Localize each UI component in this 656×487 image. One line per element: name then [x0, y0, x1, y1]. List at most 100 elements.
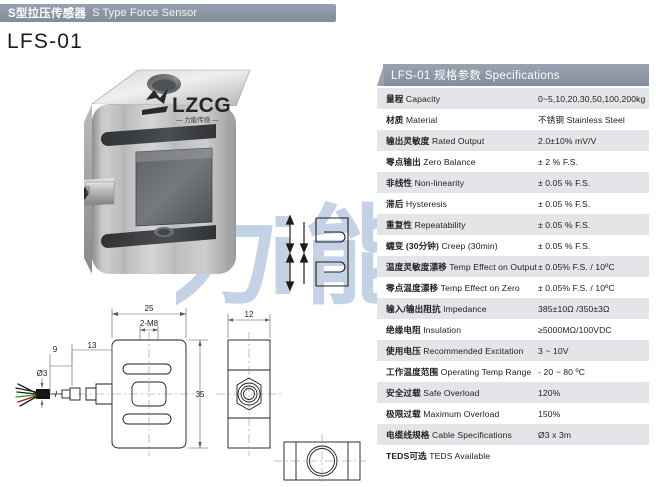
spec-row-value: 不锈钢 Stainless Steel [538, 114, 625, 125]
spec-row: 零点输出 Zero Balance± 2 % F.S. [377, 151, 649, 172]
spec-row-label-en: Maximum Overload [423, 408, 500, 419]
spec-row-label: 输出灵敏度 Rated Output [377, 135, 538, 147]
spec-row-label: 蠕变 (30分钟) Creep (30min) [377, 240, 538, 252]
spec-row-label-cn: 输入/输出阻抗 [386, 303, 441, 314]
spec-row-value: 385±10Ω /350±3Ω [538, 303, 610, 314]
spec-row-value: ± 2 % F.S. [538, 156, 579, 167]
spec-row-value: ± 0.05 % F.S. [538, 240, 591, 251]
spec-row-label: 非线性 Non-linearity [377, 177, 538, 189]
spec-row-value: ≥5000MΩ/100VDC [538, 324, 612, 335]
spec-row-label: 温度灵敏度漂移 Temp Effect on Output [377, 261, 538, 273]
spec-row-label-en: Repeatability [414, 219, 466, 230]
specifications-table-header: LFS-01 规格参数 Specifications [377, 64, 649, 86]
dim-side-width: 12 [245, 310, 254, 319]
spec-row-label-en: Safe Overload [423, 387, 480, 398]
spec-row-value: 150% [538, 408, 561, 419]
spec-row: TEDS可选 TEDS Available [377, 445, 649, 466]
spec-row-label-en: Recommended Excitation [423, 345, 524, 356]
spec-row-label-en: Operating Temp Range [440, 366, 532, 377]
spec-row-label-cn: 材质 [386, 114, 404, 125]
spec-row-label: 极限过载 Maximum Overload [377, 408, 538, 420]
spec-row-label-cn: 极限过载 [386, 408, 421, 419]
spec-row-value: 3 ~ 10V [538, 345, 569, 356]
spec-row-label: 零点输出 Zero Balance [377, 156, 538, 168]
spec-row-label: 零点温度漂移 Temp Effect on Zero [377, 282, 538, 294]
spec-row-label: 使用电压 Recommended Excitation [377, 345, 538, 357]
spec-row-value: ± 0.05% F.S. / 10ºC [538, 282, 615, 293]
lzcg-logo: LZCG — 力能传感 — [142, 88, 231, 124]
spec-row: 滞后 Hysteresis± 0.05 % F.S. [377, 193, 649, 214]
spec-row-label-cn: 量程 [386, 93, 404, 104]
spec-row-label: 滞后 Hysteresis [377, 198, 538, 210]
spec-row: 工作温度范围 Operating Temp Range- 20 ~ 80 ºC [377, 361, 649, 382]
spec-row-label: 电缆线规格 Cable Specifications [377, 429, 538, 441]
spec-row-label-cn: 使用电压 [386, 345, 421, 356]
dim-cable-dia: Ø3 [37, 369, 48, 378]
spec-row-value: 120% [538, 387, 561, 398]
dim-width-top: 25 [145, 304, 154, 313]
spec-row: 蠕变 (30分钟) Creep (30min)± 0.05 % F.S. [377, 235, 649, 256]
spec-row-label-en: Creep (30min) [441, 240, 498, 251]
technical-drawing: 25 2-M8 35 [0, 292, 366, 482]
spec-row-value: ± 0.05% F.S. / 10ºC [538, 261, 615, 272]
load-direction-diagram [282, 212, 356, 292]
spec-row-label-cn: 温度灵敏度漂移 [386, 261, 447, 272]
spec-row-label-cn: 零点温度漂移 [386, 282, 439, 293]
spec-row-value: ± 0.05 % F.S. [538, 198, 591, 209]
spec-row: 重复性 Repeatability ± 0.05 % F.S. [377, 214, 649, 235]
spec-row-label-cn: 蠕变 (30分钟) [386, 240, 439, 251]
spec-row-label-en: Zero Balance [423, 156, 476, 167]
spec-row: 温度灵敏度漂移 Temp Effect on Output± 0.05% F.S… [377, 256, 649, 277]
model-number-heading: LFS-01 [7, 30, 84, 53]
spec-row-label-en: Non-linearity [414, 177, 465, 188]
product-title-en: S Type Force Sensor [92, 7, 198, 19]
spec-row-value: ± 0.05 % F.S. [538, 219, 591, 230]
spec-row-label-en: Temp Effect on Output [449, 261, 537, 272]
spec-row-label-cn: 重复性 [386, 219, 413, 230]
spec-row-label: 安全过载 Safe Overload [377, 387, 538, 399]
specifications-header-text: LFS-01 规格参数 Specifications [391, 70, 560, 82]
spec-row-label-cn: 输出灵敏度 [386, 135, 430, 146]
spec-row: 非线性 Non-linearity± 0.05 % F.S. [377, 172, 649, 193]
spec-row-label-en: Capacity [405, 93, 441, 104]
dim-cable-gland: 13 [88, 341, 97, 350]
spec-row-label-en: Hysteresis [405, 198, 448, 209]
spec-row-label-cn: 零点输出 [386, 156, 421, 167]
dim-cable-offset: 9 [53, 345, 58, 354]
spec-row-label-cn: 非线性 [386, 177, 413, 188]
spec-row-label: 工作温度范围 Operating Temp Range [377, 366, 538, 378]
spec-row-label: 输入/输出阻抗 Impedance [377, 303, 538, 315]
product-title-cn: S型拉压传感器 [8, 8, 87, 20]
svg-text:— 力能传感 —: — 力能传感 — [176, 115, 219, 124]
spec-row: 材质 Material 不锈钢 Stainless Steel [377, 109, 649, 130]
spec-row-label: 量程 Capacity [377, 93, 538, 105]
spec-row-label-cn: 电缆线规格 [386, 429, 430, 440]
spec-row-label-en: Impedance [443, 303, 487, 314]
spec-row-value: Ø3 x 3m [538, 429, 572, 440]
product-photo: LZCG — 力能传感 — [84, 62, 308, 290]
spec-row-value: - 20 ~ 80 ºC [538, 366, 586, 377]
spec-row-label-en: Temp Effect on Zero [440, 282, 520, 293]
svg-text:LZCG: LZCG [172, 94, 231, 117]
spec-row-label: TEDS可选 TEDS Available [377, 450, 490, 462]
spec-row-label-en: Rated Output [431, 135, 485, 146]
spec-row-label-en: Material [405, 114, 438, 125]
spec-row-label-cn: TEDS可选 [386, 450, 427, 461]
spec-row-label-en: Cable Specifications [431, 429, 512, 440]
spec-row-label-en: TEDS Available [429, 450, 491, 461]
spec-row-value: 0~5,10,20,30,50,100,200kg [538, 93, 646, 104]
spec-row-value: 2.0±10% mV/V [538, 135, 597, 146]
spec-row-label-cn: 滞后 [386, 198, 404, 209]
spec-row-label-en: Insulation [423, 324, 462, 335]
spec-row: 绝缘电阻 Insulation≥5000MΩ/100VDC [377, 319, 649, 340]
dim-thread: 2-M8 [140, 319, 159, 328]
spec-row: 零点温度漂移 Temp Effect on Zero± 0.05% F.S. /… [377, 277, 649, 298]
